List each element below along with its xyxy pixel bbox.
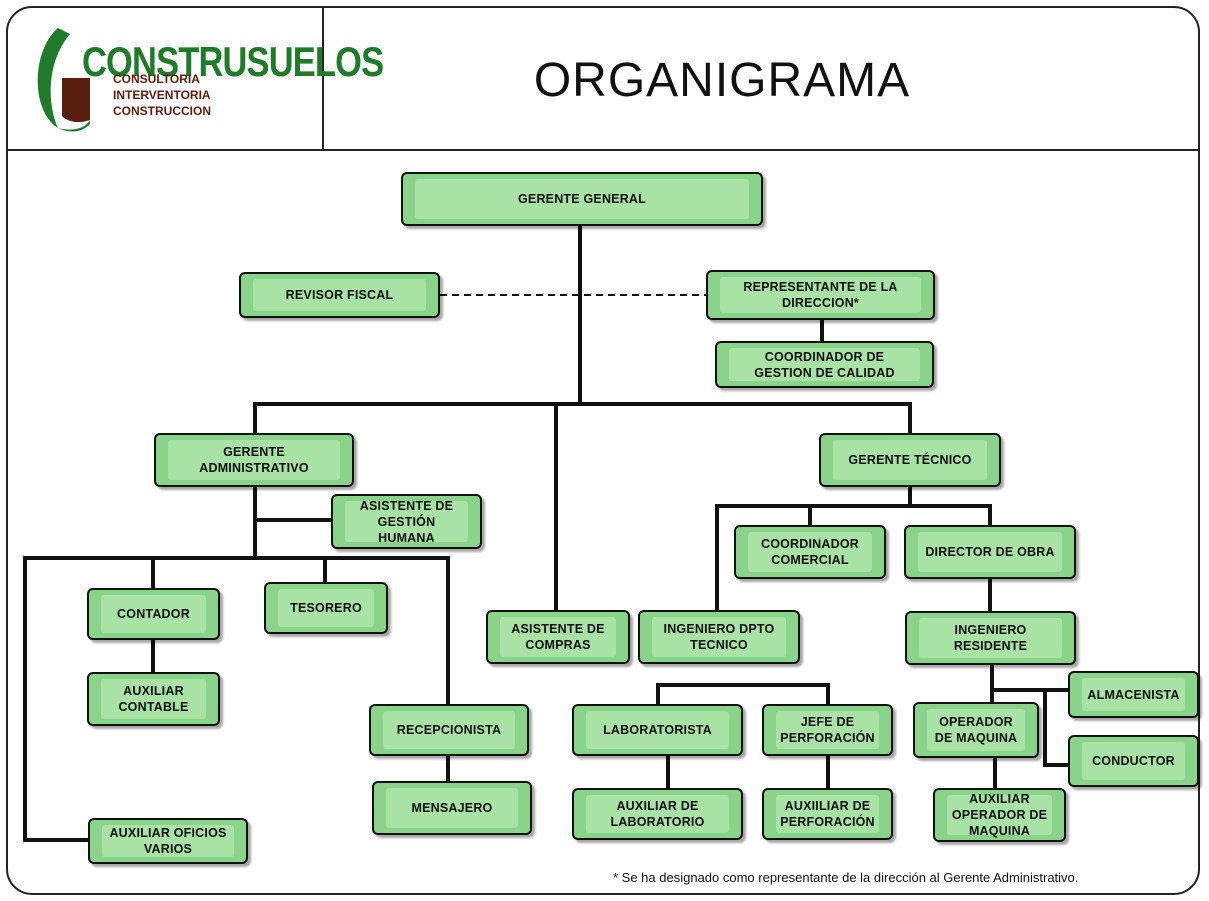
logo-wordmark: CONSTRUSUELOS <box>82 38 384 85</box>
box-auxiliar-operador: AUXILIAR OPERADOR DE MAQUINA <box>933 788 1066 842</box>
box-recepcionista: RECEPCIONISTA <box>369 704 529 756</box>
box-label: DIRECTOR DE OBRA <box>925 545 1055 559</box>
box-label: GERENTE GENERAL <box>517 192 646 206</box>
box-label: AUXILIAR OFICIOS VARIOS <box>109 826 227 856</box>
box-label: INGENIERO DPTO TECNICO <box>663 622 775 652</box>
box-conductor: CONDUCTOR <box>1068 735 1199 787</box>
box-asistente-gestion-humana: ASISTENTE DE GESTIÓN HUMANA <box>331 494 482 549</box>
box-representante-direccion: REPRESENTANTE DE LA DIRECCION* <box>706 270 935 320</box>
box-laboratorista: LABORATORISTA <box>572 704 743 756</box>
box-label: GERENTE TÉCNICO <box>848 453 972 467</box>
logo-line-2: INTERVENTORIA <box>113 88 211 102</box>
logo-line-3: CONSTRUCCION <box>113 104 211 118</box>
box-label: MENSAJERO <box>411 801 493 815</box>
box-mensajero: MENSAJERO <box>372 781 532 835</box>
box-label: ASISTENTE DE GESTIÓN HUMANA <box>359 498 454 545</box>
box-gerente-tecnico: GERENTE TÉCNICO <box>819 433 1001 487</box>
box-label: AUXILIAR DE LABORATORIO <box>610 799 705 829</box>
logo-line-1: CONSULTORIA <box>113 72 200 86</box>
box-label: AUXIILIAR DE PERFORACIÓN <box>780 799 875 829</box>
box-coordinador-comercial: COORDINADOR COMERCIAL <box>734 525 886 579</box>
box-label: AUXILIAR CONTABLE <box>118 684 189 714</box>
box-revisor-fiscal: REVISOR FISCAL <box>239 272 440 318</box>
box-auxiliar-perforacion: AUXIILIAR DE PERFORACIÓN <box>762 788 893 840</box>
construsuelos-logo: CONSTRUSUELOS CONSULTORIA INTERVENTORIA … <box>28 20 384 140</box>
box-label: JEFE DE PERFORACIÓN <box>780 715 875 745</box>
box-contador: CONTADOR <box>87 588 220 640</box>
box-gerente-administrativo: GERENTE ADMINISTRATIVO <box>154 433 354 487</box>
box-auxiliar-contable: AUXILIAR CONTABLE <box>87 672 220 726</box>
box-label: COORDINADOR COMERCIAL <box>760 537 860 567</box>
box-operador-maquina: OPERADOR DE MAQUINA <box>913 702 1039 758</box>
box-tesorero: TESORERO <box>264 582 388 634</box>
box-jefe-perforacion: JEFE DE PERFORACIÓN <box>762 704 893 756</box>
box-label: LABORATORISTA <box>603 723 712 737</box>
box-coordinador-calidad: COORDINADOR DE GESTION DE CALIDAD <box>715 341 934 388</box>
box-label: OPERADOR DE MAQUINA <box>934 715 1018 745</box>
box-label: GERENTE ADMINISTRATIVO <box>199 445 309 475</box>
header-divider <box>8 149 1199 151</box>
box-auxiliar-laboratorio: AUXILIAR DE LABORATORIO <box>572 788 743 840</box>
box-ingeniero-residente: INGENIERO RESIDENTE <box>905 611 1076 665</box>
page-title: ORGANIGRAMA <box>533 53 911 107</box>
box-label: INGENIERO RESIDENTE <box>953 623 1028 653</box>
logo-swoosh-icon <box>37 28 90 132</box>
box-almacenista: ALMACENISTA <box>1068 671 1199 718</box>
box-ingeniero-dpto-tecnico: INGENIERO DPTO TECNICO <box>638 610 800 664</box>
box-label: COORDINADOR DE GESTION DE CALIDAD <box>754 349 895 380</box>
box-label: ALMACENISTA <box>1087 687 1180 702</box>
box-auxiliar-oficios-varios: AUXILIAR OFICIOS VARIOS <box>88 818 248 864</box>
box-asistente-compras: ASISTENTE DE COMPRAS <box>486 610 630 664</box>
box-label: REPRESENTANTE DE LA DIRECCION* <box>743 280 898 310</box>
box-director-obra: DIRECTOR DE OBRA <box>904 525 1076 579</box>
footnote: * Se ha designado como representante de … <box>613 870 1079 885</box>
box-label: RECEPCIONISTA <box>396 723 502 737</box>
box-gerente-general: GERENTE GENERAL <box>401 172 763 226</box>
box-label: AUXILIAR OPERADOR DE MAQUINA <box>951 792 1048 838</box>
logo-divider <box>322 8 324 150</box>
box-label: TESORERO <box>290 601 362 615</box>
box-label: ASISTENTE DE COMPRAS <box>511 622 605 652</box>
box-label: REVISOR FISCAL <box>285 288 394 302</box>
box-label: CONTADOR <box>117 607 190 621</box>
box-label: CONDUCTOR <box>1092 754 1175 768</box>
